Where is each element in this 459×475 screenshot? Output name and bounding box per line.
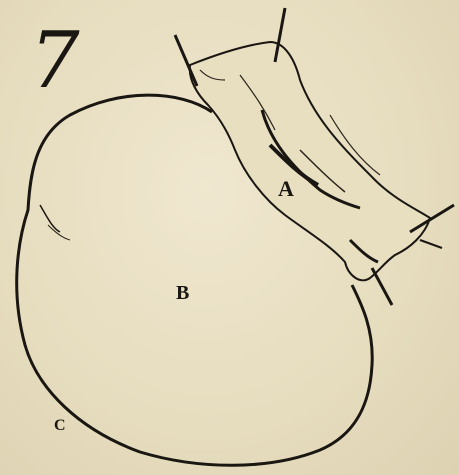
label-a: A: [278, 178, 294, 200]
ligature-pin-4: [372, 268, 392, 305]
ligature-pin-1: [175, 35, 197, 86]
sac-wrinkle: [48, 225, 70, 240]
label-c: C: [54, 418, 66, 434]
sac-notch: [40, 205, 60, 232]
ligature-pin-5: [420, 240, 442, 248]
figure-number: 7: [30, 22, 80, 100]
tube-outline: [190, 42, 430, 280]
label-b: B: [176, 283, 189, 303]
